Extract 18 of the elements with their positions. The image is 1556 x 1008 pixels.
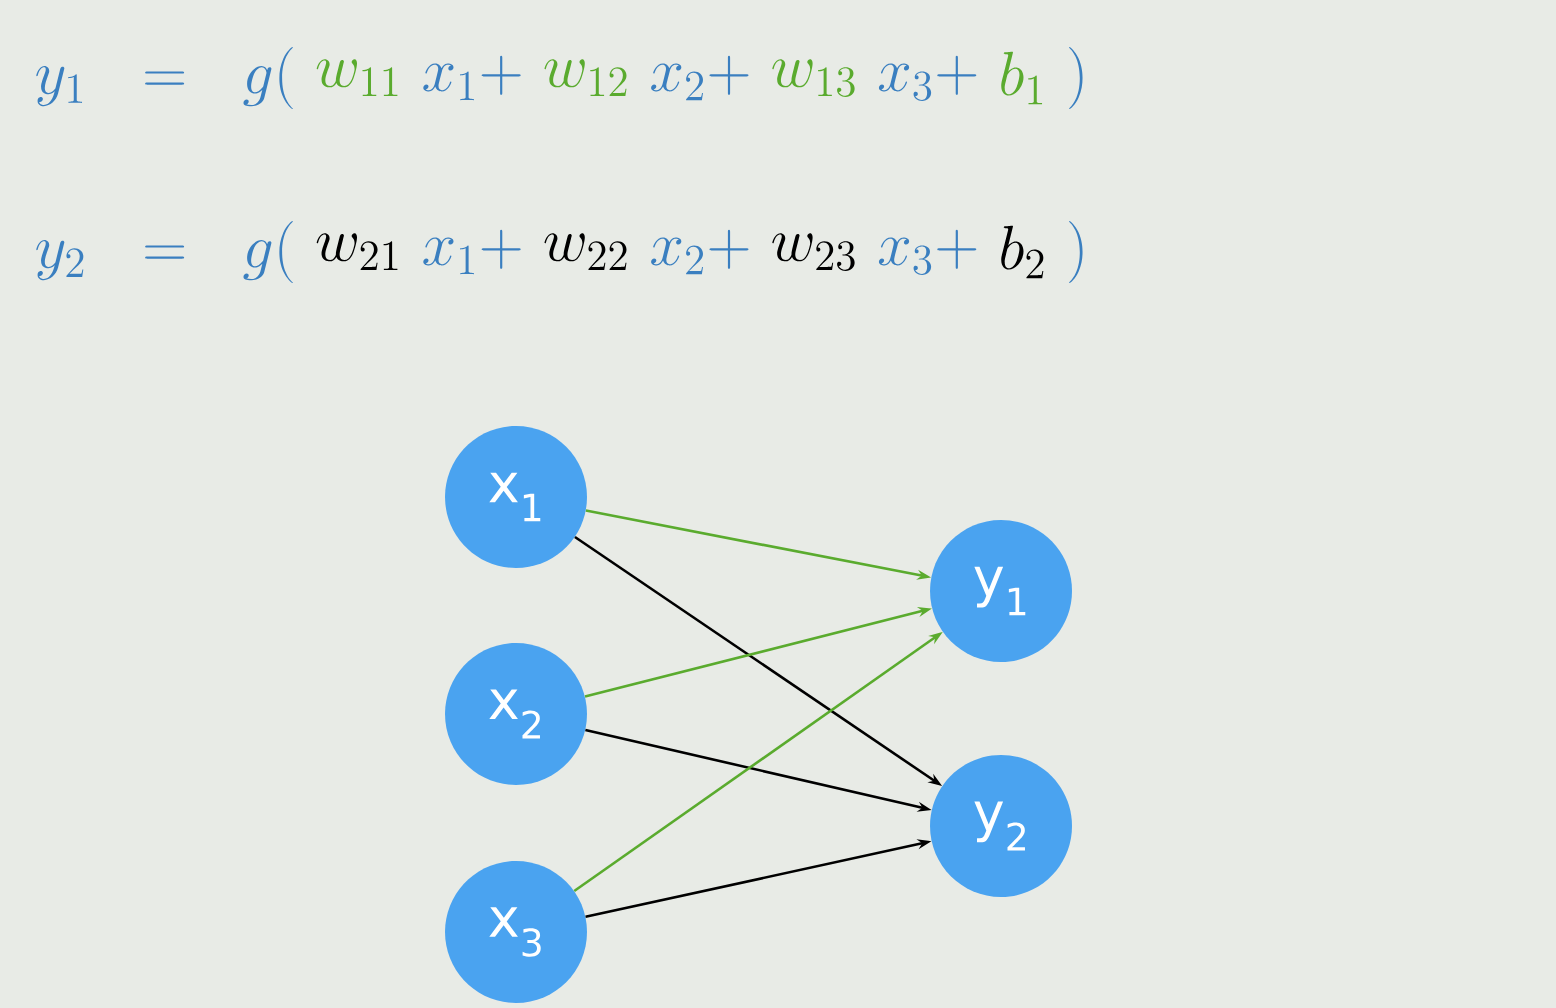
equation-term: $b_1$ bbox=[1001, 51, 1043, 105]
equation-term: $w_{12}$ bbox=[544, 59, 627, 97]
equation-term: $x_3 +$ bbox=[878, 55, 977, 102]
equation-term: $x_2 +$ bbox=[651, 229, 749, 275]
equation-term: $x_1 +$ bbox=[423, 229, 521, 275]
equation-term: $w_{23}$ bbox=[772, 233, 855, 271]
equation-term: $w_{21}$ bbox=[316, 233, 398, 271]
equation-term: $y_1 = g($ bbox=[36, 46, 293, 110]
equation-term: $w_{11}$ bbox=[316, 59, 398, 97]
equation-term: $x_3 +$ bbox=[878, 229, 977, 276]
equation-term: $)$ bbox=[1069, 220, 1083, 284]
equation-term: $x_2 +$ bbox=[651, 55, 749, 101]
equation-term: $w_{13}$ bbox=[772, 59, 855, 97]
equation-term: $y_2 = g($ bbox=[36, 220, 293, 284]
equation-term: $b_2$ bbox=[1001, 225, 1044, 279]
equation-term: $w_{22}$ bbox=[544, 233, 627, 271]
equation-term: $)$ bbox=[1069, 46, 1083, 110]
equation-term: $x_1 +$ bbox=[423, 55, 521, 101]
